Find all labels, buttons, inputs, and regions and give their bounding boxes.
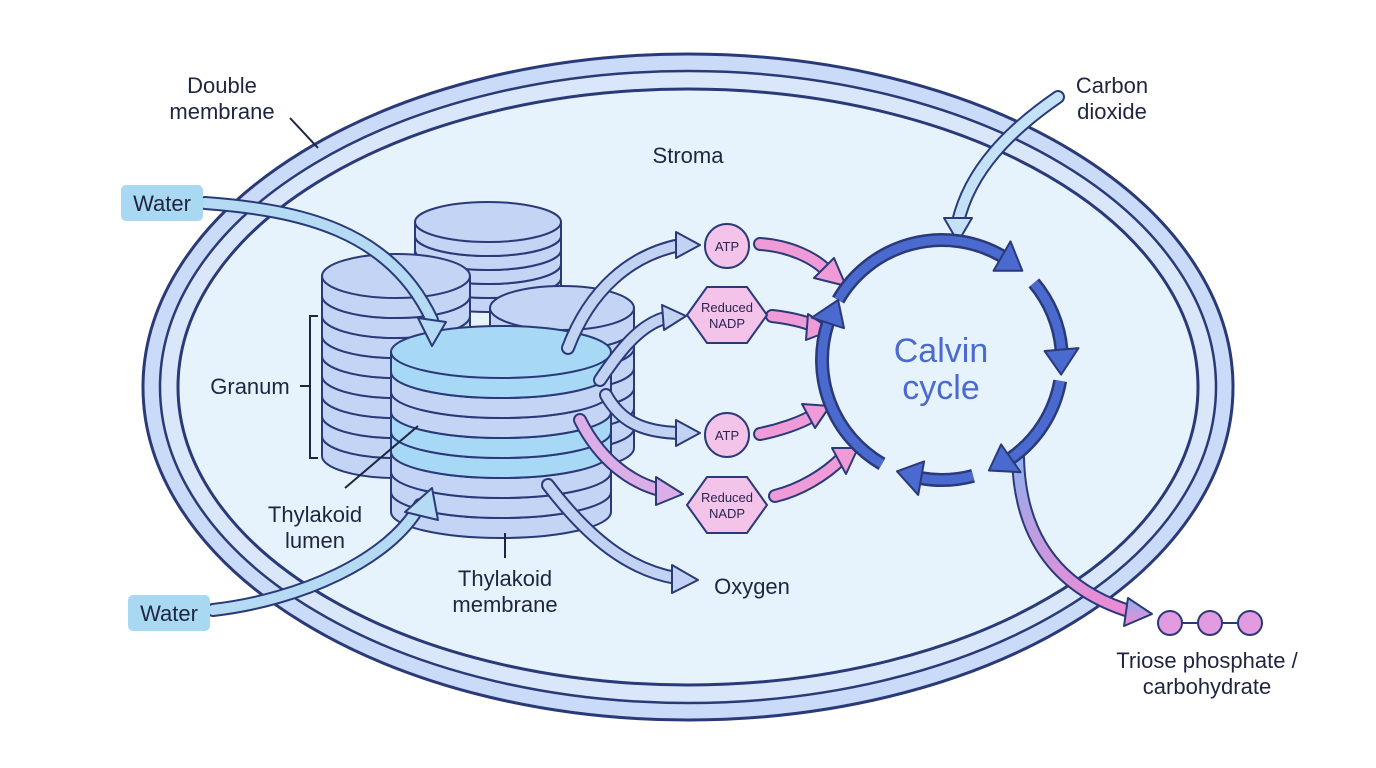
arrow-head <box>675 231 701 259</box>
reduced-nadp-top-molecule: Reduced NADP <box>685 286 769 344</box>
arrow-head <box>831 447 859 475</box>
calvin-cycle-label-2: cycle <box>902 369 979 407</box>
triose-phosphate-chain <box>1157 610 1263 636</box>
carbon-dioxide-label-1: Carbon <box>1076 73 1148 98</box>
lumen-leader <box>344 425 419 489</box>
arrow-head <box>813 257 847 287</box>
stroma-label: Stroma <box>653 143 725 168</box>
water-bottom-label: Water <box>140 601 198 626</box>
arrow-head <box>1123 597 1153 627</box>
atp-top-to-calvin-arrow <box>753 237 847 287</box>
leader-lines <box>289 117 506 558</box>
triose-phosphate-label-2: carbohydrate <box>1143 674 1271 699</box>
arrow-head <box>655 476 684 506</box>
arrow-head <box>675 419 701 447</box>
calvin-arc-left <box>810 299 886 470</box>
granum-to-nadp-top-arrow <box>593 304 687 387</box>
arrow-shaft <box>575 415 665 495</box>
arrow-head <box>671 564 699 594</box>
thylakoid-membrane-label-2: membrane <box>452 592 557 617</box>
thylakoid-membrane-label-1: Thylakoid <box>458 566 552 591</box>
arrow-shaft <box>770 453 847 501</box>
arrow-head <box>661 304 687 331</box>
calvin-arc-right-lower <box>987 379 1068 474</box>
reduced-nadp-top-label-2: NADP <box>709 316 745 331</box>
ring-shaft <box>834 235 1005 303</box>
arrow-shaft <box>953 92 1063 227</box>
thylakoid-disc-top <box>489 285 635 331</box>
ring-arrowhead <box>992 240 1024 272</box>
carbon-dioxide-arrow <box>943 90 1065 243</box>
ring-arrowhead <box>987 443 1022 474</box>
calvin-cycle-ring <box>810 233 1080 496</box>
ring-arrowhead <box>896 460 926 496</box>
water-top-label: Water <box>133 191 191 216</box>
nadp-top-to-calvin-arrow <box>765 309 833 341</box>
thylakoid-lumen-label-1: Thylakoid <box>268 502 362 527</box>
ring-shaft <box>1030 280 1066 350</box>
ring-arrowhead <box>810 299 845 330</box>
reduced-nadp-bottom-molecule: Reduced NADP <box>685 476 769 534</box>
reduced-nadp-top-label-1: Reduced <box>701 300 753 315</box>
ring-shaft <box>920 471 975 485</box>
arrow-shaft <box>200 198 437 325</box>
thylakoid-lumen-label-2: lumen <box>285 528 345 553</box>
arrow-shaft <box>543 480 681 583</box>
atp-top-molecule: ATP <box>704 223 750 269</box>
atp-bottom-label: ATP <box>715 428 739 443</box>
reduced-nadp-bottom-label-1: Reduced <box>701 490 753 505</box>
water-top-arrow <box>198 196 447 347</box>
granum-to-nadp-bottom-arrow <box>573 413 684 506</box>
arrow-head <box>404 487 439 521</box>
granum-bracket <box>300 315 318 459</box>
arrow-shaft <box>601 390 685 438</box>
calvin-cycle-label-1: Calvin <box>894 332 988 370</box>
carbon-dioxide-label-2: dioxide <box>1077 99 1147 124</box>
double-membrane-label-1: Double <box>187 73 257 98</box>
nadp-bottom-to-calvin-arrow <box>768 447 859 503</box>
granum-to-oxygen-arrow <box>541 478 699 594</box>
double-membrane-label-2: membrane <box>169 99 274 124</box>
ring-arrowhead <box>1043 347 1080 376</box>
ring-shaft <box>817 321 885 468</box>
arrow-head <box>801 403 831 429</box>
granum-label: Granum <box>210 374 289 399</box>
arrow-shaft <box>208 500 425 615</box>
thylakoid-disc-top <box>390 325 612 379</box>
calvin-arc-top <box>832 233 1024 304</box>
triose-phosphate-label-1: Triose phosphate / <box>1116 648 1298 673</box>
arrow-shaft <box>595 313 670 385</box>
atp-bottom-molecule: ATP <box>704 412 750 458</box>
arrow-shaft <box>1013 453 1137 617</box>
atp-bottom-to-calvin-arrow <box>753 403 831 441</box>
flow-arrows <box>198 90 1153 627</box>
granum-to-atp-bottom-arrow <box>599 388 701 447</box>
atp-top-label: ATP <box>715 239 739 254</box>
oxygen-label: Oxygen <box>714 574 790 599</box>
ring-shaft <box>1008 379 1065 462</box>
reduced-nadp-bottom-label-2: NADP <box>709 506 745 521</box>
arrow-head <box>943 217 973 243</box>
thylakoid-disc-top <box>414 201 562 243</box>
calvin-arc-bottom <box>896 460 975 496</box>
calvin-to-triose-arrow <box>1011 451 1153 627</box>
granum-to-atp-top-arrow <box>561 231 701 355</box>
membrane-leader <box>289 117 319 149</box>
water-bottom-arrow <box>206 487 439 617</box>
calvin-arc-right-upper <box>1028 278 1080 376</box>
water-bottom-tag: Water <box>128 595 210 631</box>
arrow-head <box>417 317 447 347</box>
water-top-tag: Water <box>121 185 203 221</box>
arrow-shaft <box>563 240 685 353</box>
text-labels: Double membrane Stroma Carbon dioxide Gr… <box>169 73 1298 699</box>
